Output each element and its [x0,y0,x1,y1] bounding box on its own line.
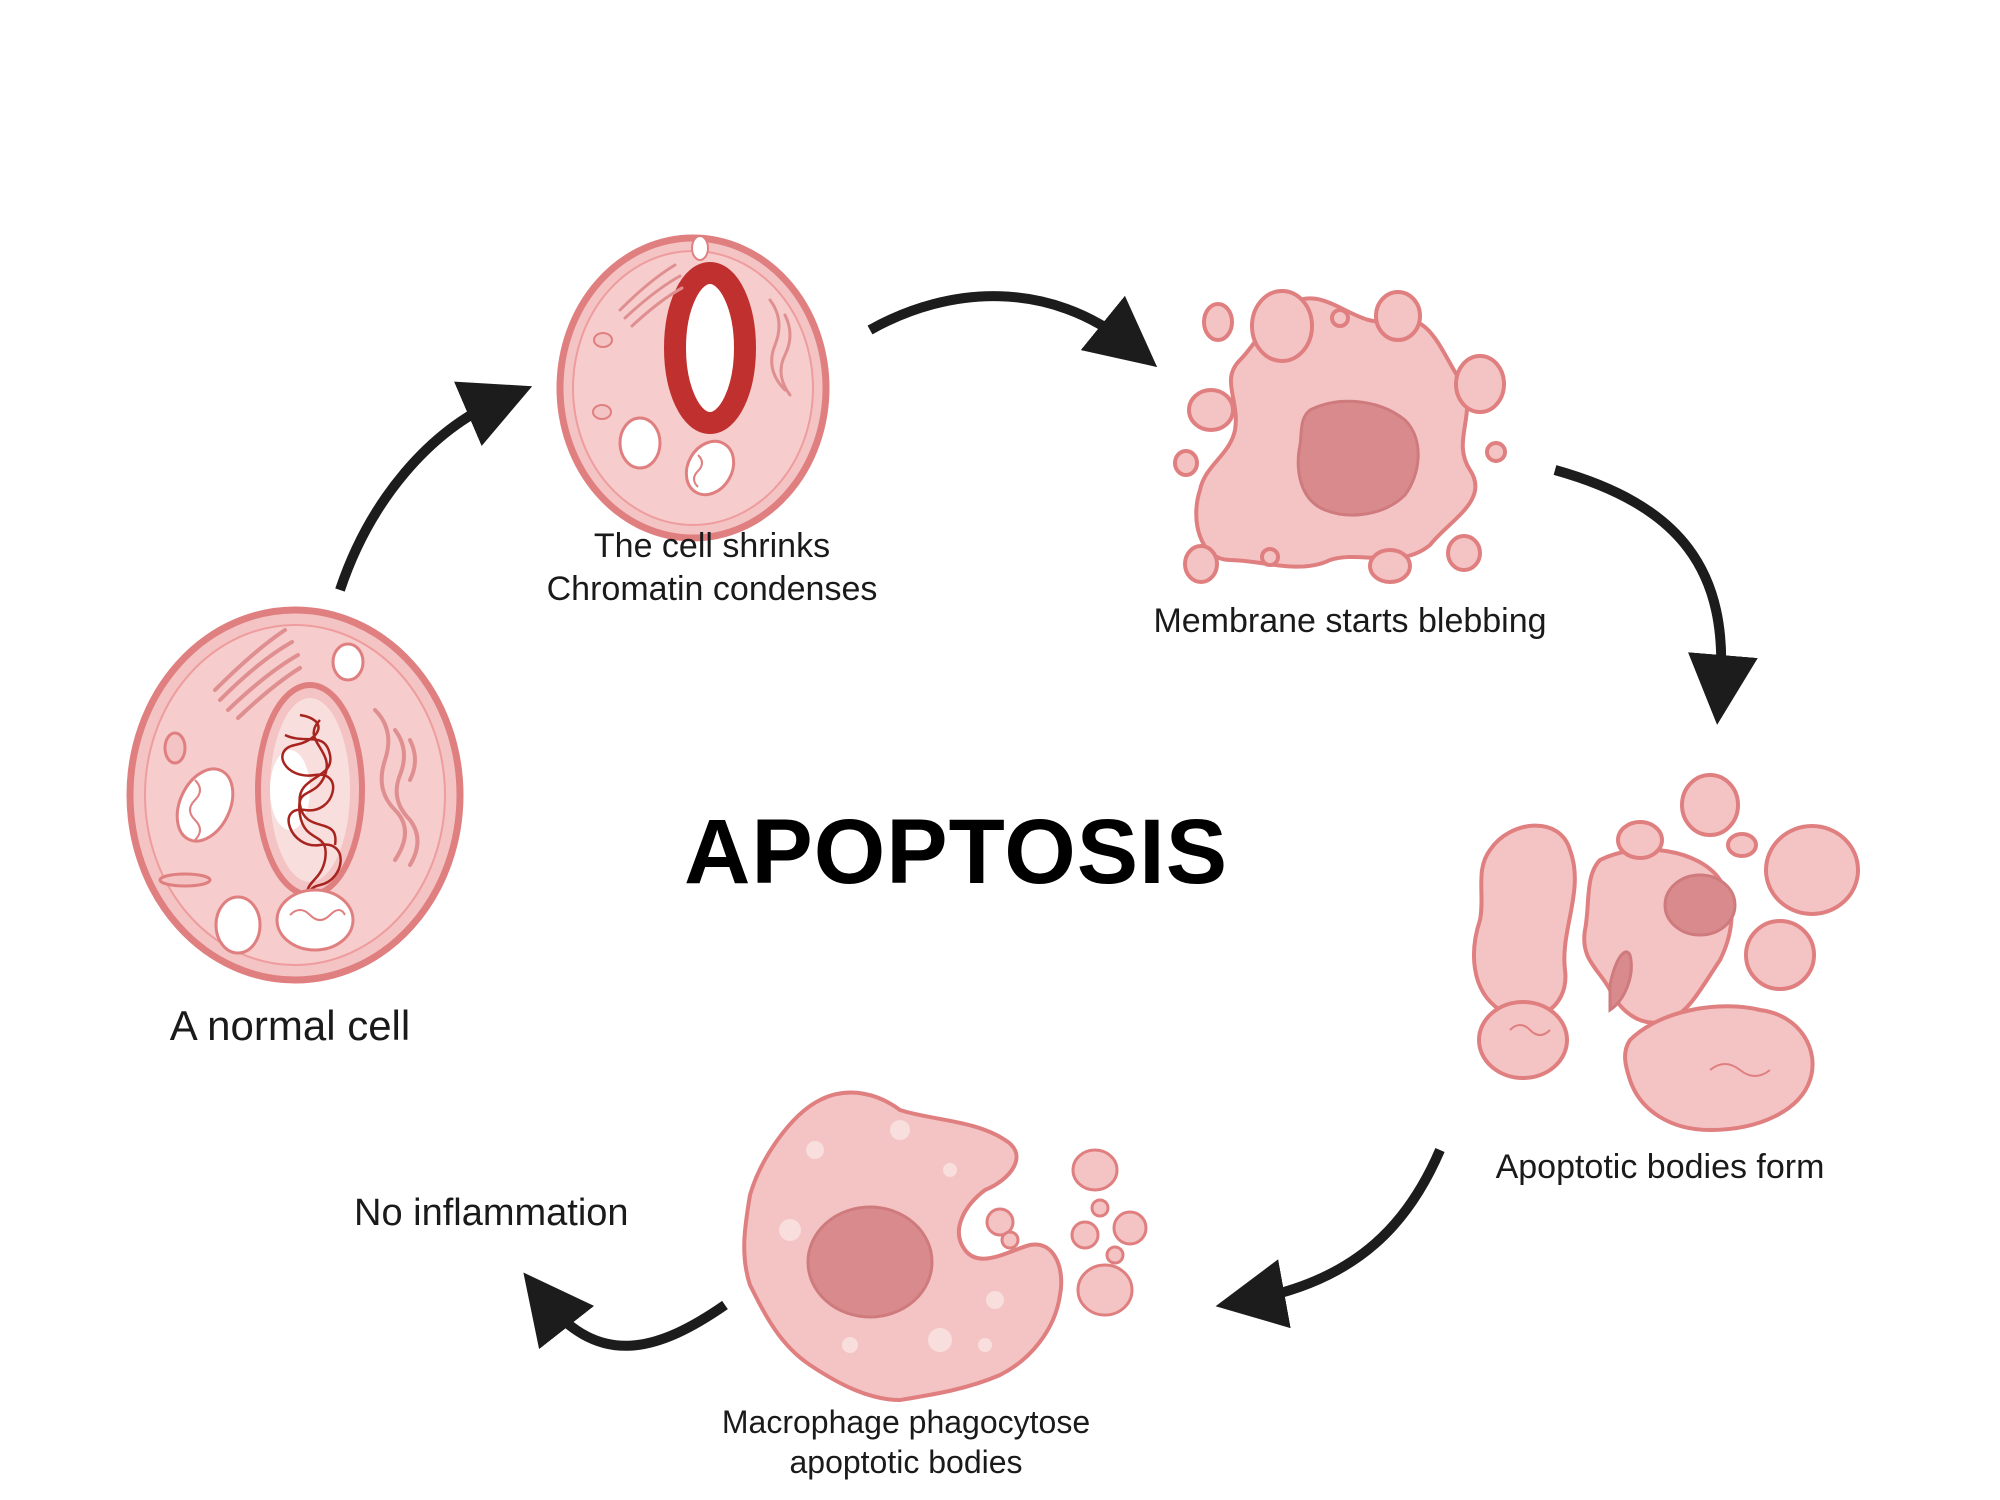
mitochondria [175,767,355,952]
label-macrophage: Macrophage phagocytose apoptotic bodies [722,1402,1090,1482]
engulfed-bodies [985,1148,1148,1317]
label-macrophage-line2: apoptotic bodies [789,1444,1023,1480]
arrow-normal-to-shrinks [335,381,533,592]
condensed-chromatin [664,262,756,434]
endoplasmic-reticulum [373,708,420,867]
shrunken-cell [556,234,830,542]
label-shrinks: The cell shrinks Chromatin condenses [547,525,878,610]
normal-cell [126,606,464,984]
chromatin [281,713,342,908]
arrow-shrinks-to-blebbing [867,291,1158,368]
apoptotic-bodies [1472,773,1860,1133]
label-no-inflammation: No inflammation [354,1192,629,1234]
arrow-blebbing-to-bodies [1553,465,1758,725]
golgi-apparatus [213,628,302,720]
label-blebbing: Membrane starts blebbing [1153,602,1547,640]
arrow-macrophage-to-outcome [523,1272,728,1351]
arrow-bodies-to-macrophage [1215,1148,1445,1329]
label-shrinks-line1: The cell shrinks [593,527,831,565]
cycle-arrows [335,291,1758,1351]
macrophage [742,1090,1148,1403]
label-shrinks-line2: Chromatin condenses [546,569,878,608]
label-normal-cell: A normal cell [169,1002,411,1049]
label-bodies: Apoptotic bodies form [1495,1148,1825,1186]
label-macrophage-line1: Macrophage phagocytose [721,1404,1091,1440]
blebbing-cell [1173,289,1507,584]
shrunken-nucleus [1296,399,1420,517]
diagram-title: APOPTOSIS [683,801,1229,903]
macrophage-nucleus [806,1205,934,1319]
